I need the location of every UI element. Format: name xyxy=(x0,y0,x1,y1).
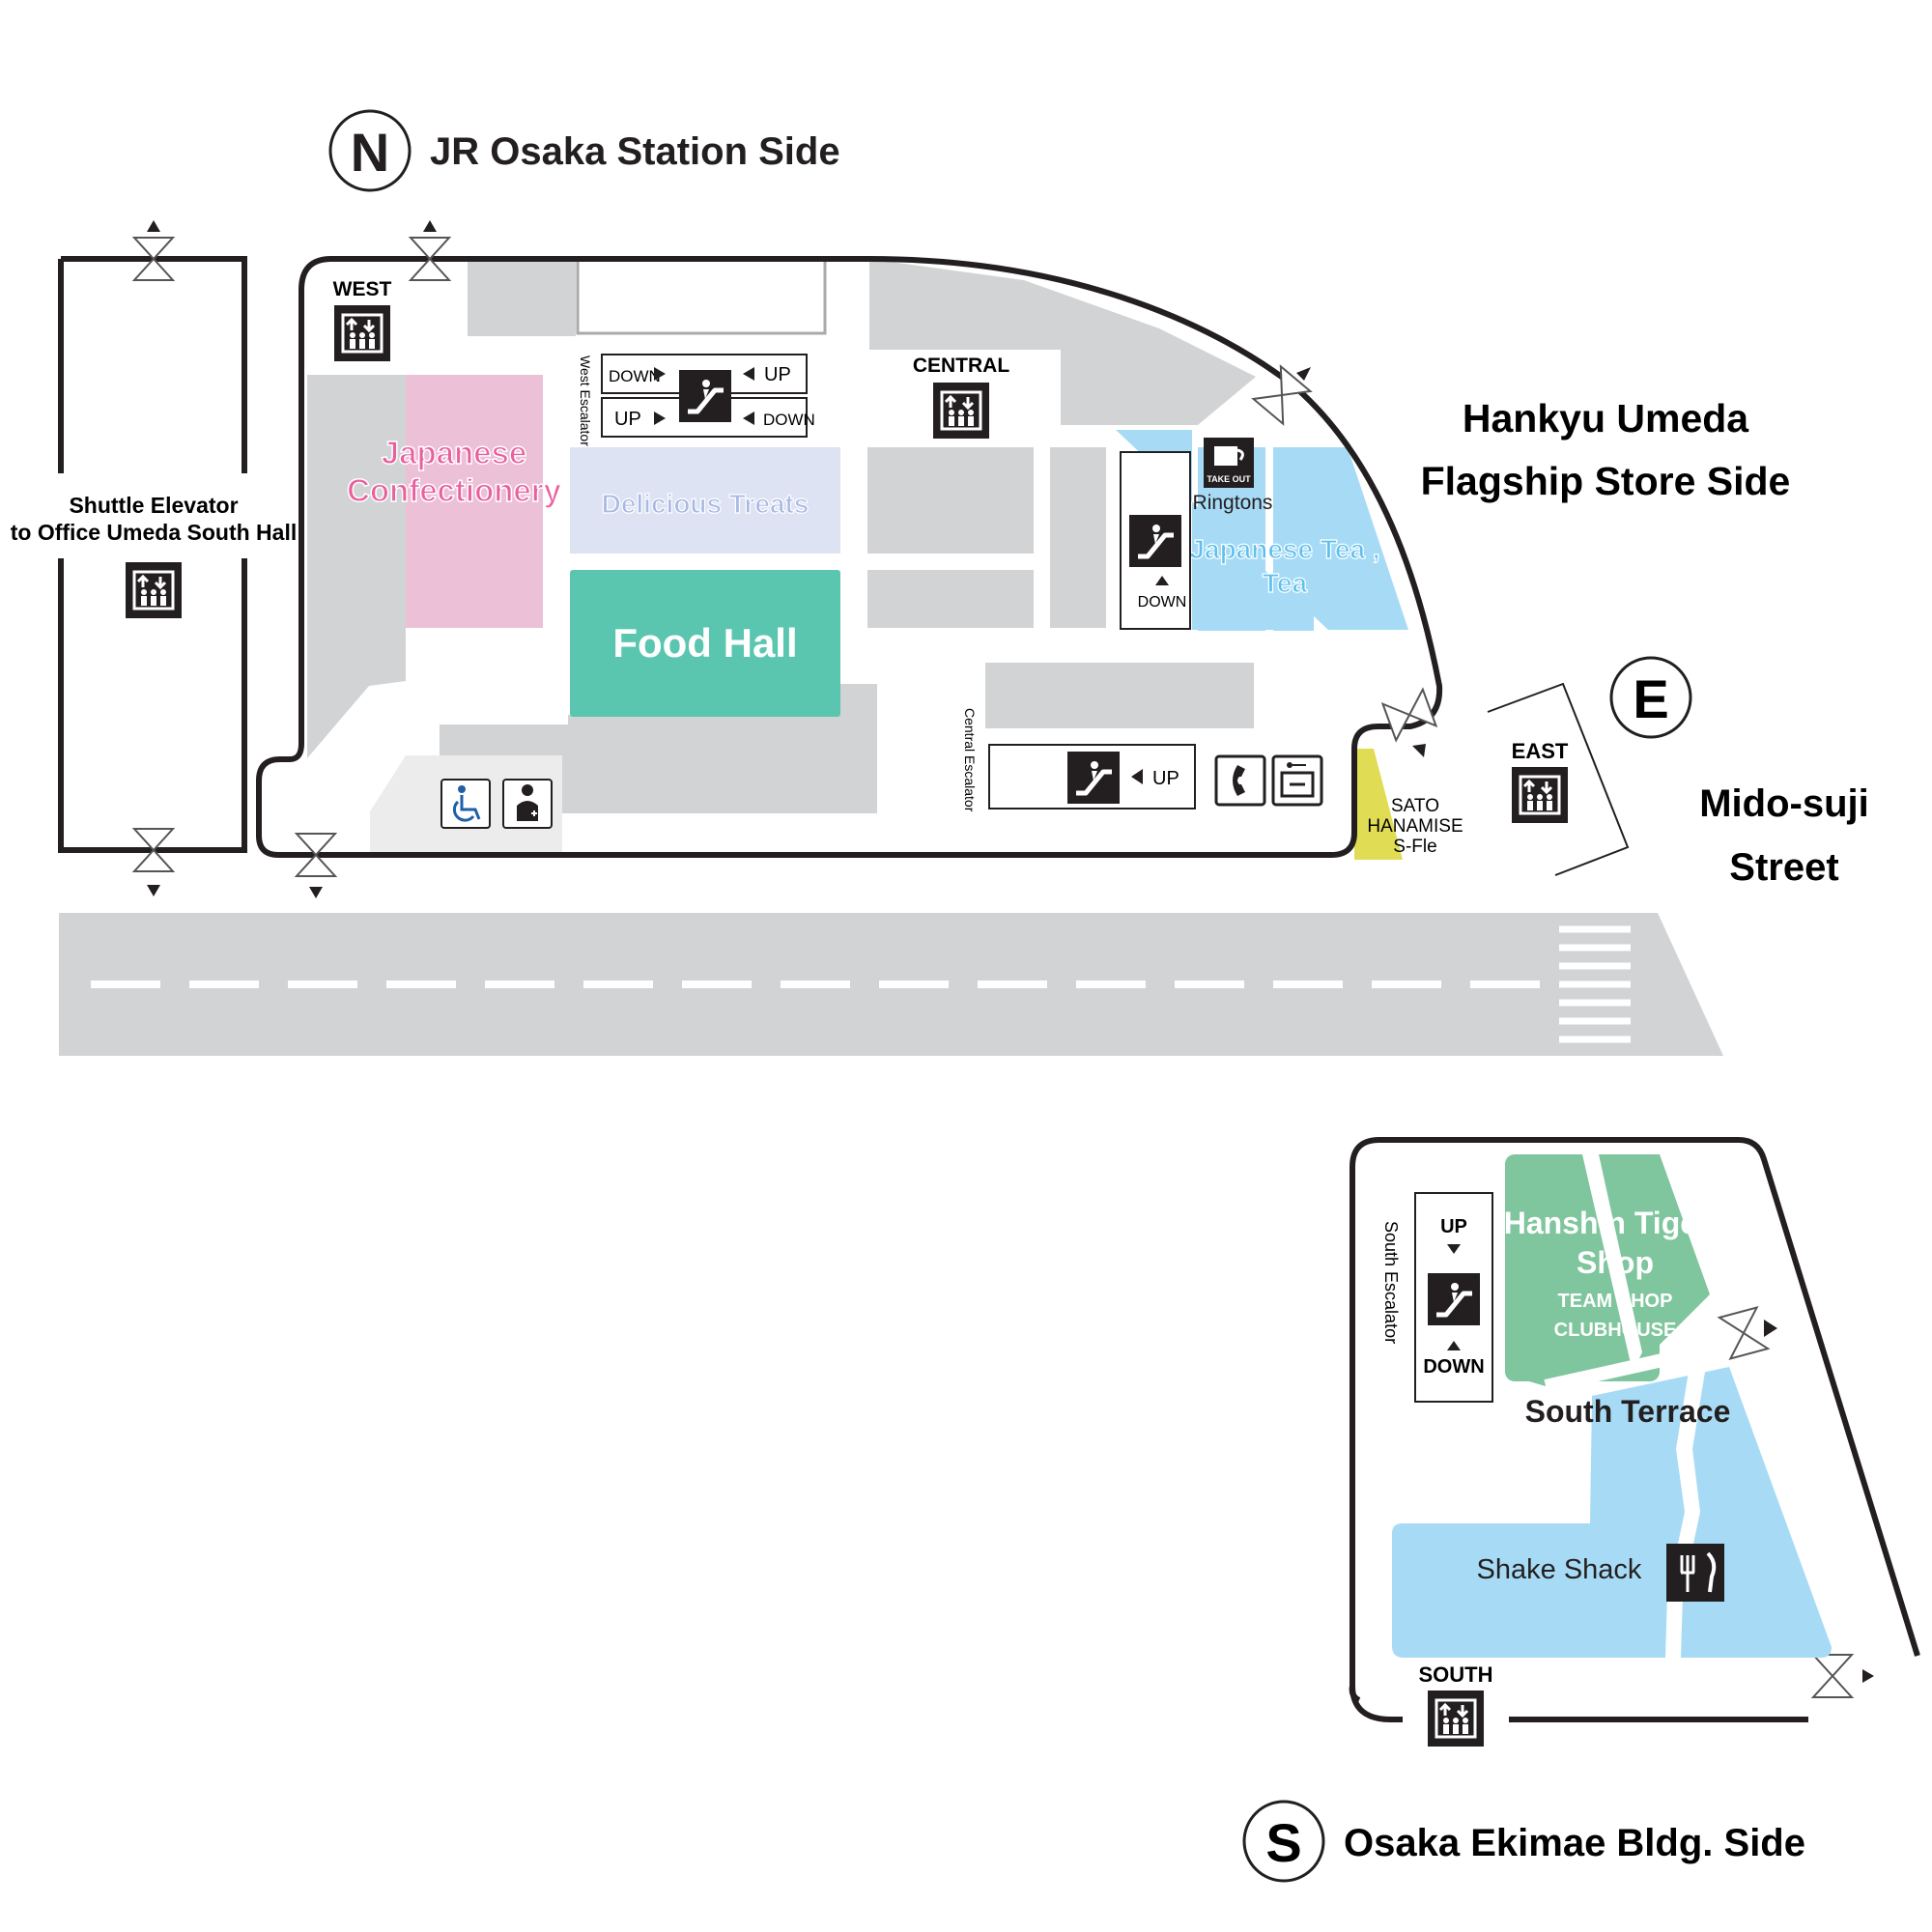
sato-hanamise-area xyxy=(1354,749,1403,860)
west-escalator-name: West Escalator xyxy=(578,355,593,446)
central-elevator-icon[interactable] xyxy=(931,381,991,440)
mido-suji-line2: Street xyxy=(1729,846,1838,889)
south-escalator-name: South Escalator xyxy=(1381,1221,1401,1344)
east-side: Hankyu Umeda Flagship Store Side E EAST … xyxy=(1421,396,1869,889)
japanese-confectionery-label-line1: Japanese xyxy=(382,435,526,470)
hanshin-tigers-label-line2: Shop xyxy=(1577,1245,1654,1280)
main-building: Japanese Confectionery Delicious Treats … xyxy=(256,256,1463,860)
take-out-icon: TAKE OUT xyxy=(1204,438,1254,488)
north-marker: N JR Osaka Station Side xyxy=(328,109,840,192)
east-elevator-icon[interactable] xyxy=(1510,765,1570,825)
south-label: Osaka Ekimae Bldg. Side xyxy=(1344,1822,1805,1864)
west-elevator-label: WEST xyxy=(333,278,392,300)
north-label: JR Osaka Station Side xyxy=(430,130,840,173)
delicious-treats-label: Delicious Treats xyxy=(602,489,810,519)
svg-text:DOWN: DOWN xyxy=(1423,1356,1484,1378)
food-hall-label: Food Hall xyxy=(612,620,797,666)
east-label-line2: Flagship Store Side xyxy=(1421,459,1791,503)
south-letter: S xyxy=(1265,1812,1301,1873)
central-escalator[interactable]: UP Central Escalator xyxy=(962,708,1196,812)
central-escalator-name: Central Escalator xyxy=(962,708,978,812)
hanshin-tigers-label-line4: CLUBHOUSE xyxy=(1554,1320,1677,1341)
japanese-tea-label-line2: Tea xyxy=(1263,568,1308,598)
south-terrace-label: South Terrace xyxy=(1525,1394,1731,1429)
wheelchair-icon xyxy=(440,779,491,829)
shuttle-building: Shuttle Elevator to Office Umeda South H… xyxy=(11,256,297,853)
west-elevator-icon[interactable] xyxy=(332,303,392,363)
restaurant-icon xyxy=(1666,1544,1724,1602)
south-escalator[interactable]: UP DOWN South Escalator xyxy=(1381,1192,1493,1403)
hanshin-tigers-label-line3: TEAM SHOP xyxy=(1558,1291,1673,1312)
shuttle-elevator-icon[interactable] xyxy=(124,560,184,620)
ringtons-escalator[interactable]: DOWN xyxy=(1120,451,1191,630)
south-marker: S Osaka Ekimae Bldg. Side xyxy=(1242,1800,1805,1883)
ringtons-label: Ringtons xyxy=(1193,492,1273,514)
svg-text:UP: UP xyxy=(1152,768,1179,789)
svg-text:UP: UP xyxy=(764,364,791,385)
south-building: UP DOWN South Escalator Hanshin Tigers S… xyxy=(1349,1137,1920,1748)
north-letter: N xyxy=(351,122,389,183)
east-letter: E xyxy=(1633,668,1668,729)
shuttle-label-line1: Shuttle Elevator xyxy=(69,493,238,518)
svg-text:DOWN: DOWN xyxy=(609,367,661,385)
doors xyxy=(133,220,1874,1698)
nursing-room-icon xyxy=(502,779,553,829)
hanshin-tigers-label-line1: Hanshin Tigers xyxy=(1504,1206,1727,1240)
japanese-tea-label-line1: Japanese Tea , xyxy=(1189,534,1379,564)
east-elevator-label: EAST xyxy=(1512,739,1569,763)
telephone-icon xyxy=(1214,754,1266,807)
west-escalator[interactable]: DOWN UP UP DOWN West Escalator xyxy=(578,354,815,446)
coin-locker-icon xyxy=(1271,754,1323,807)
svg-text:DOWN: DOWN xyxy=(763,411,815,429)
south-elevator-label: SOUTH xyxy=(1419,1662,1493,1687)
japanese-confectionery-area xyxy=(406,375,543,628)
food-hall-area xyxy=(570,570,840,717)
svg-text:TAKE OUT: TAKE OUT xyxy=(1207,474,1251,484)
delicious-treats-area xyxy=(570,447,840,554)
east-label-line1: Hankyu Umeda xyxy=(1463,396,1749,440)
mido-suji-line1: Mido-suji xyxy=(1699,782,1869,825)
shake-shack-label: Shake Shack xyxy=(1477,1554,1642,1585)
sato-label-line3: S-Fle xyxy=(1393,837,1436,857)
shuttle-label-line2: to Office Umeda South Hall xyxy=(11,520,297,545)
japanese-confectionery-label-line2: Confectionery xyxy=(347,472,562,508)
road xyxy=(59,913,1723,1056)
central-elevator-label: CENTRAL xyxy=(913,355,1009,377)
svg-text:UP: UP xyxy=(614,409,641,430)
sato-label-line1: SATO xyxy=(1391,796,1439,816)
svg-text:DOWN: DOWN xyxy=(1138,594,1187,611)
south-elevator-icon[interactable] xyxy=(1426,1689,1486,1748)
sato-label-line2: HANAMISE xyxy=(1367,816,1463,837)
svg-text:UP: UP xyxy=(1440,1216,1467,1237)
